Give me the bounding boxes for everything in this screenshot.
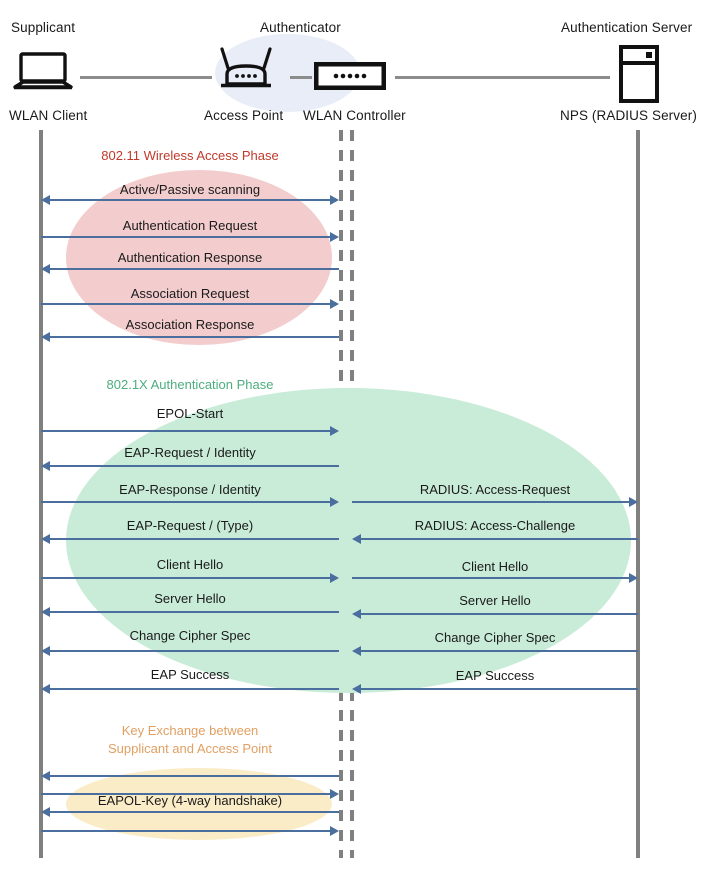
actor-device-wlan-controller: WLAN Controller (303, 108, 406, 123)
message-label: Server Hello (154, 591, 226, 606)
message-line (50, 268, 339, 270)
phase-key-blob (66, 768, 332, 840)
phase-8021x-blob (66, 388, 631, 693)
phase-8021x-label: 802.1X Authentication Phase (106, 377, 274, 392)
arrow-head-right-icon (330, 497, 339, 507)
wireless-router-icon (216, 46, 276, 97)
message-line (41, 430, 330, 432)
message-label: Association Request (130, 286, 250, 301)
laptop-icon (12, 52, 74, 97)
arrow-head-left-icon (41, 332, 50, 342)
message-label: Change Cipher Spec (129, 628, 251, 643)
message-label: Authentication Response (117, 250, 263, 265)
message-label: EPOL-Start (156, 406, 224, 421)
arrow-head-left-icon (352, 534, 361, 544)
arrow-head-left-icon (41, 771, 50, 781)
server-icon (618, 45, 660, 108)
message-line (50, 611, 339, 613)
message-label: EAP-Request / Identity (124, 445, 256, 460)
arrow-head-left-icon (41, 195, 50, 205)
arrow-head-left-icon (41, 264, 50, 274)
actor-device-access-point: Access Point (204, 108, 284, 123)
arrow-head-right-icon (629, 573, 638, 583)
message-line (41, 303, 330, 305)
actor-device-nps-radius-server: NPS (RADIUS Server) (560, 108, 697, 123)
message-line (41, 577, 330, 579)
arrow-head-left-icon (41, 534, 50, 544)
arrow-head-left-icon (41, 807, 50, 817)
lifeline-radius-server (636, 130, 640, 858)
arrow-head-left-icon (41, 607, 50, 617)
actor-role-authenticator: Authenticator (260, 20, 341, 35)
arrow-head-left-icon (41, 461, 50, 471)
message-label: Active/Passive scanning (119, 182, 261, 197)
message-line (361, 538, 638, 540)
actor-device-wlan-client: WLAN Client (9, 108, 88, 123)
message-line (41, 830, 330, 832)
arrow-head-right-icon (330, 826, 339, 836)
actor-role-authentication-server: Authentication Server (561, 20, 693, 35)
message-label: Authentication Request (122, 218, 258, 233)
message-line (352, 577, 629, 579)
arrow-head-right-icon (330, 789, 339, 799)
arrow-head-right-icon (330, 232, 339, 242)
message-label: EAP Success (455, 668, 535, 683)
link-controller-server (395, 76, 610, 79)
link-client-ap (80, 76, 212, 79)
message-line (50, 199, 330, 201)
message-label: Client Hello (156, 557, 224, 572)
message-line (352, 501, 629, 503)
message-label: Server Hello (459, 593, 531, 608)
message-line (41, 793, 330, 795)
message-line (50, 811, 339, 813)
phase-key-label-line2: Supplicant and Access Point (107, 741, 273, 756)
arrow-head-left-icon (352, 609, 361, 619)
arrow-head-right-icon (629, 497, 638, 507)
message-line (41, 501, 330, 503)
message-label: Association Response (125, 317, 255, 332)
arrow-head-left-icon (352, 684, 361, 694)
controller-icon (313, 61, 387, 95)
message-line (50, 465, 339, 467)
arrow-head-right-icon (330, 426, 339, 436)
message-line (50, 336, 339, 338)
arrow-head-left-icon (41, 646, 50, 656)
message-line (41, 236, 330, 238)
message-line (361, 688, 638, 690)
link-ap-controller (290, 76, 312, 79)
message-label: Change Cipher Spec (434, 630, 556, 645)
lifeline-supplicant (39, 130, 43, 858)
message-line (50, 775, 339, 777)
message-label: RADIUS: Access-Challenge (414, 518, 576, 533)
message-line (50, 538, 339, 540)
phase-key-label-line1: Key Exchange between (121, 723, 259, 738)
message-label: EAP Success (150, 667, 230, 682)
actor-role-supplicant: Supplicant (11, 20, 76, 35)
message-label: EAP-Request / (Type) (126, 518, 254, 533)
message-label: EAP-Response / Identity (119, 482, 261, 497)
arrow-head-right-icon (330, 573, 339, 583)
message-label: RADIUS: Access-Request (419, 482, 571, 497)
message-line (361, 650, 638, 652)
arrow-head-left-icon (41, 684, 50, 694)
arrow-head-right-icon (330, 195, 339, 205)
message-line (50, 688, 339, 690)
message-label: Client Hello (461, 559, 529, 574)
arrow-head-left-icon (352, 646, 361, 656)
message-label: EAPOL-Key (4-way handshake) (97, 793, 283, 808)
phase-80211-label: 802.11 Wireless Access Phase (101, 148, 279, 163)
message-line (361, 613, 638, 615)
arrow-head-right-icon (330, 299, 339, 309)
message-line (50, 650, 339, 652)
